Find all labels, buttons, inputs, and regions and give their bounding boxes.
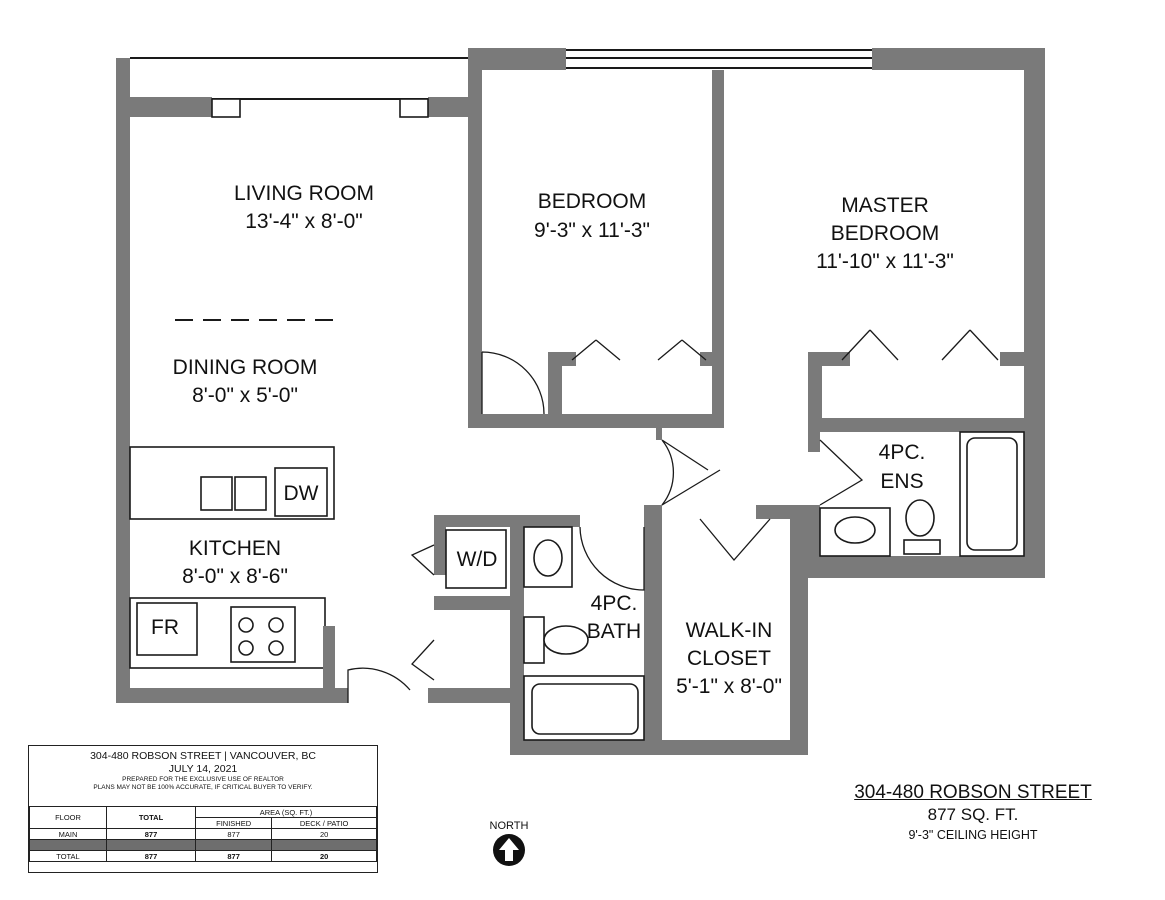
- north-arrow-icon: [493, 834, 525, 866]
- row-main-deck: 20: [271, 828, 377, 840]
- row-main-floor: MAIN: [29, 828, 107, 840]
- doors: [347, 329, 999, 703]
- living-room-size: 13'-4" x 8'-0": [245, 210, 362, 233]
- summary-block: 304-480 ROBSON STREET 877 SQ. FT. 9'-3" …: [838, 782, 1108, 844]
- row-total-floor: TOTAL: [29, 850, 107, 862]
- walls: [116, 48, 1045, 755]
- table-row: TOTAL 877 877 20: [29, 850, 377, 862]
- row-total-deck: 20: [271, 850, 377, 862]
- closet-label-2: CLOSET: [687, 647, 771, 670]
- row-total-finished: 877: [194, 850, 273, 862]
- kitchen-fixtures: [129, 446, 507, 688]
- kitchen-name: KITCHEN: [189, 537, 281, 560]
- summary-sqft: 877 SQ. FT.: [927, 805, 1019, 824]
- bathroom-fixtures: [523, 431, 1025, 741]
- disclaimer-2: PLANS MAY NOT BE 100% ACCURATE, IF CRITI…: [93, 784, 313, 791]
- closet-size: 5'-1" x 8'-0": [676, 675, 782, 698]
- col-finished: FINISHED: [194, 817, 273, 829]
- ensuite-label-2: ENS: [880, 470, 923, 493]
- dining-room-size: 8'-0" x 5'-0": [192, 384, 298, 407]
- area-table: FLOOR TOTAL AREA (SQ. FT.) FINISHED DECK…: [29, 806, 377, 862]
- ensuite-label-1: 4PC.: [879, 441, 926, 464]
- kitchen-size: 8'-0" x 8'-6": [182, 565, 288, 588]
- table-row: MAIN 877 877 20: [29, 828, 377, 840]
- bedroom-size: 9'-3" x 11'-3": [534, 219, 650, 242]
- info-table: 304-480 ROBSON STREET | VANCOUVER, BC JU…: [28, 745, 378, 873]
- row-main-total: 877: [106, 828, 196, 840]
- col-area: AREA (SQ. FT.): [195, 806, 377, 818]
- outline-lines: [130, 49, 872, 321]
- fridge-label: FR: [151, 616, 179, 639]
- row-total-total: 877: [106, 850, 196, 862]
- bath-label-1: 4PC.: [591, 592, 638, 615]
- col-total: TOTAL: [106, 806, 196, 829]
- dishwasher-label: DW: [284, 482, 319, 505]
- table-separator: [29, 839, 377, 851]
- col-floor: FLOOR: [29, 806, 107, 829]
- dining-room-name: DINING ROOM: [173, 356, 318, 379]
- north-label: NORTH: [489, 820, 529, 832]
- disclaimer-1: PREPARED FOR THE EXCLUSIVE USE OF REALTO…: [122, 776, 284, 783]
- living-room-name: LIVING ROOM: [234, 182, 374, 205]
- master-bedroom-name-2: BEDROOM: [831, 222, 940, 245]
- bath-label-2: BATH: [587, 620, 641, 643]
- col-deck: DECK / PATIO: [271, 817, 377, 829]
- summary-street: 304-480 ROBSON STREET: [854, 782, 1092, 803]
- bedroom-name: BEDROOM: [538, 190, 647, 213]
- master-bedroom-name-1: MASTER: [841, 194, 929, 217]
- master-bedroom-size: 11'-10" x 11'-3": [816, 250, 954, 273]
- plan-date: JULY 14, 2021: [168, 763, 238, 775]
- closet-label-1: WALK-IN: [686, 619, 773, 642]
- address-line: 304-480 ROBSON STREET | VANCOUVER, BC: [90, 750, 316, 762]
- washer-dryer-label: W/D: [457, 548, 498, 571]
- info-table-header: 304-480 ROBSON STREET | VANCOUVER, BC JU…: [29, 746, 377, 792]
- row-main-finished: 877: [194, 828, 273, 840]
- summary-ceiling: 9'-3" CEILING HEIGHT: [908, 828, 1038, 842]
- north-indicator: NORTH: [483, 820, 535, 873]
